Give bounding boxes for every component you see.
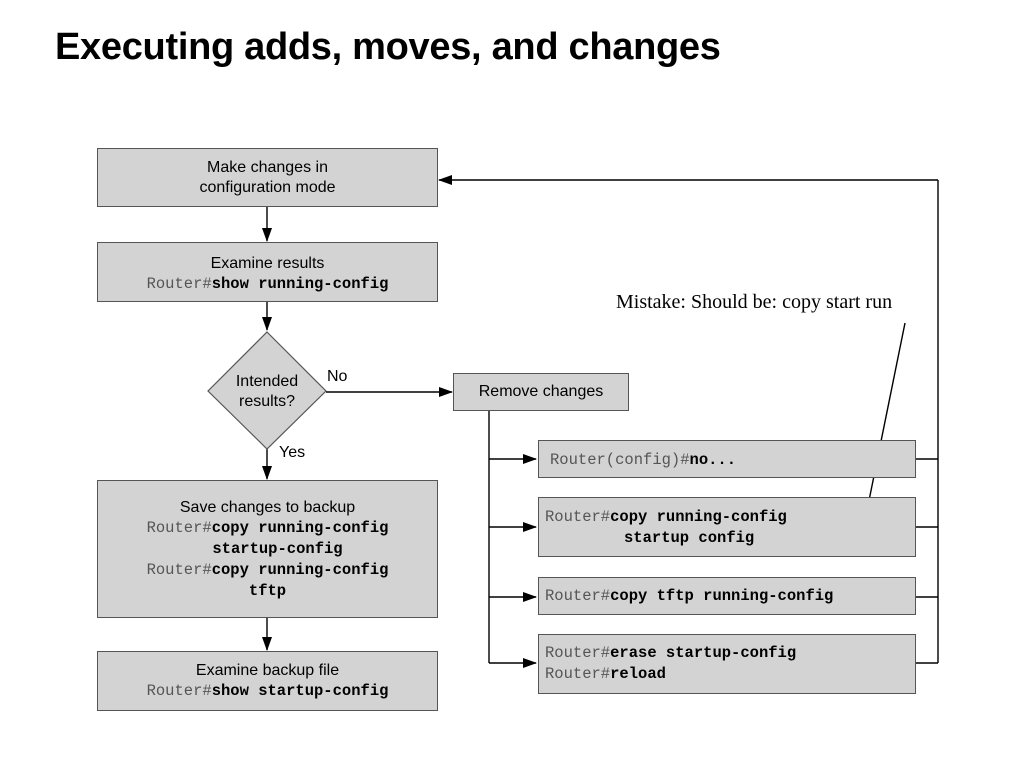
copy-startup-command-cont: startup config (624, 529, 755, 547)
command-text: copy running-config (211, 561, 389, 579)
copy-startup-command: Router#copy running-config (545, 507, 915, 528)
save-command-2-cont: tftp (248, 582, 287, 600)
prompt: Router# (545, 644, 611, 662)
no-label: No (327, 368, 348, 385)
option-tftp-box: Router#copy tftp running-config (538, 577, 916, 615)
command-text: copy running-config (211, 519, 389, 537)
examine-backup-label: Examine backup file (195, 662, 340, 679)
examine-results-label: Examine results (210, 255, 325, 272)
command-text: reload (610, 665, 666, 683)
command-text: show startup-config (211, 682, 389, 700)
decision-diamond (207, 331, 327, 450)
command-text: copy running-config (610, 508, 787, 526)
command-text: copy tftp running-config (610, 587, 834, 605)
save-command-2: Router#copy running-config (98, 560, 437, 581)
prompt: Router# (146, 561, 212, 579)
decision-line2: results? (238, 393, 296, 410)
erase-command: Router#erase startup-config (545, 643, 915, 664)
prompt: Router# (545, 665, 611, 683)
reload-command: Router#reload (545, 664, 915, 685)
make-changes-box: Make changes in configuration mode (97, 148, 438, 207)
examine-backup-box: Examine backup file Router#show startup-… (97, 651, 438, 711)
remove-changes-box: Remove changes (453, 373, 629, 411)
prompt: Router# (545, 508, 611, 526)
examine-results-command: Router#show running-config (98, 274, 437, 295)
make-changes-line1: Make changes in (207, 159, 328, 176)
save-changes-box: Save changes to backup Router#copy runni… (97, 480, 438, 618)
examine-results-box: Examine results Router#show running-conf… (97, 242, 438, 302)
make-changes-line2: configuration mode (199, 179, 336, 196)
examine-backup-command: Router#show startup-config (98, 681, 437, 702)
prompt: Router(config)# (550, 451, 690, 469)
prompt: Router# (146, 682, 212, 700)
save-command-1: Router#copy running-config (98, 518, 437, 539)
command-text: show running-config (211, 275, 389, 293)
command-text: erase startup-config (610, 644, 797, 662)
prompt: Router# (146, 519, 212, 537)
option-erase-box: Router#erase startup-config Router#reloa… (538, 634, 916, 694)
option-copy-startup-box: Router#copy running-config startup confi… (538, 497, 916, 557)
decision-line1: Intended (235, 373, 299, 390)
prompt: Router# (146, 275, 212, 293)
command-text: no... (689, 451, 737, 469)
prompt: Router# (545, 587, 611, 605)
option-no-box: Router(config)#no... (538, 440, 916, 478)
page-title: Executing adds, moves, and changes (55, 26, 721, 68)
decision-label: Intended results? (217, 372, 317, 412)
mistake-annotation: Mistake: Should be: copy start run (616, 291, 893, 313)
yes-label: Yes (279, 444, 306, 461)
save-changes-label: Save changes to backup (179, 499, 356, 516)
save-command-1-cont: startup-config (212, 540, 343, 558)
